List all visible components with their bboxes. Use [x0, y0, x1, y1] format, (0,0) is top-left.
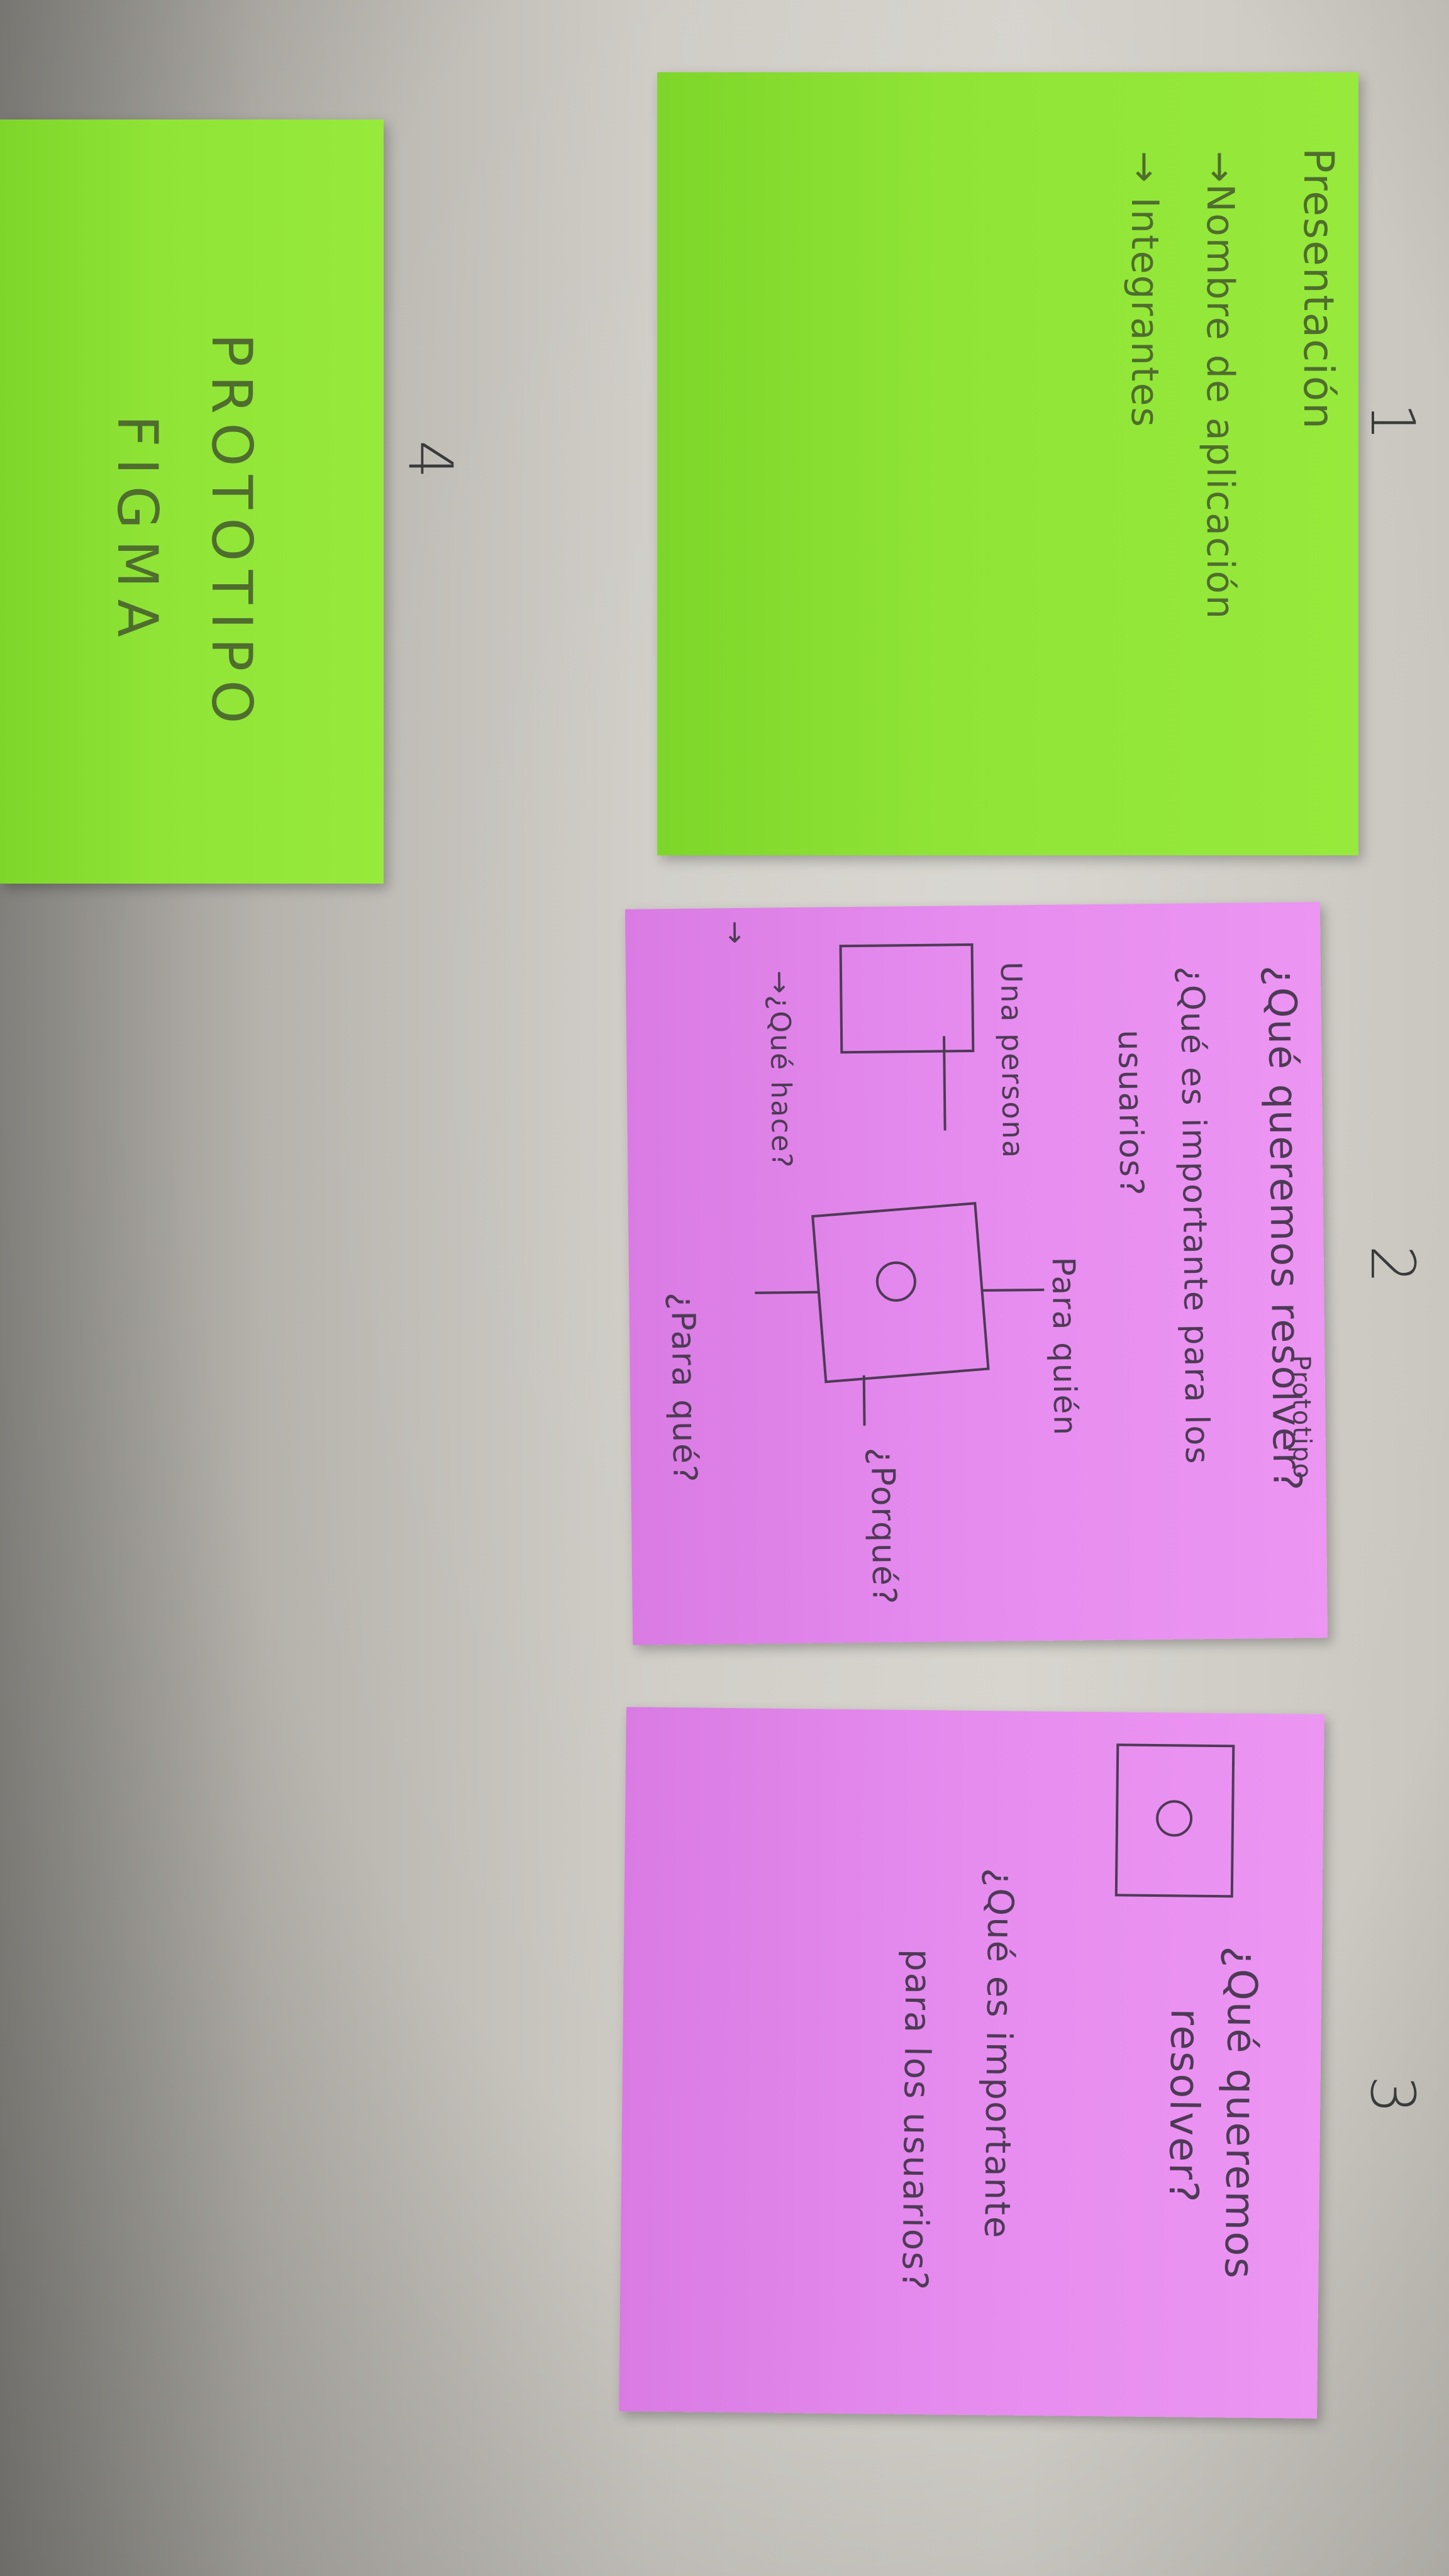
note3-line-resolver-2: resolver?	[1159, 2008, 1208, 2204]
note2-user-label: Una persona	[994, 962, 1031, 1160]
note-number-3: 3	[1357, 2075, 1428, 2114]
arrow-up-drawing	[981, 1288, 1045, 1292]
note1-title: Presentación	[1294, 148, 1343, 430]
person-box-drawing	[839, 943, 975, 1054]
note2-arrow-1: →	[719, 920, 752, 946]
note-number-4: 4	[395, 440, 465, 479]
sticky-note-4: PROTOTIPO FIGMA	[0, 119, 384, 884]
app-box-drawing	[811, 1202, 990, 1384]
sticky-note-2: ¿Qué queremos resolver? Prototipo ¿Qué e…	[625, 902, 1328, 1645]
sticky-note-3: ¿Qué queremos resolver? ¿Qué es importan…	[619, 1707, 1324, 2419]
camera-icon	[874, 1260, 918, 1304]
note1-line-app-name: →Nombre de aplicación	[1198, 151, 1242, 621]
note2-para-que: ¿Para qué?	[663, 1292, 704, 1484]
note-number-2: 2	[1357, 1245, 1428, 1284]
camera-box-drawing	[1114, 1743, 1235, 1898]
sticky-note-1: Presentación →Nombre de aplicación → Int…	[657, 72, 1358, 855]
note2-line-usuarios: usuarios?	[1110, 1030, 1150, 1197]
arrow-right-drawing	[862, 1375, 866, 1426]
note2-para-quien: Para quién	[1045, 1257, 1084, 1437]
note3-line-importante: ¿Qué es importante	[976, 1868, 1021, 2240]
note2-line-importante: ¿Qué es importante para los	[1172, 966, 1216, 1465]
note2-porque: ¿Porqué?	[863, 1447, 903, 1606]
note1-line-members: → Integrantes	[1123, 151, 1167, 428]
note3-line-usuarios: para los usuarios?	[894, 1948, 938, 2292]
note2-line-prototipo: Prototipo	[1286, 1355, 1317, 1480]
note2-que-hace: →¿Qué hace?	[763, 970, 798, 1169]
note4-line-prototipo: PROTOTIPO	[199, 333, 264, 733]
arrow-down-drawing	[755, 1291, 818, 1294]
camera-icon	[1155, 1800, 1193, 1837]
note3-line-resolver-1: ¿Qué queremos	[1215, 1946, 1265, 2280]
note4-line-figma: FIGMA	[105, 415, 170, 648]
note-number-1: 1	[1357, 402, 1428, 441]
